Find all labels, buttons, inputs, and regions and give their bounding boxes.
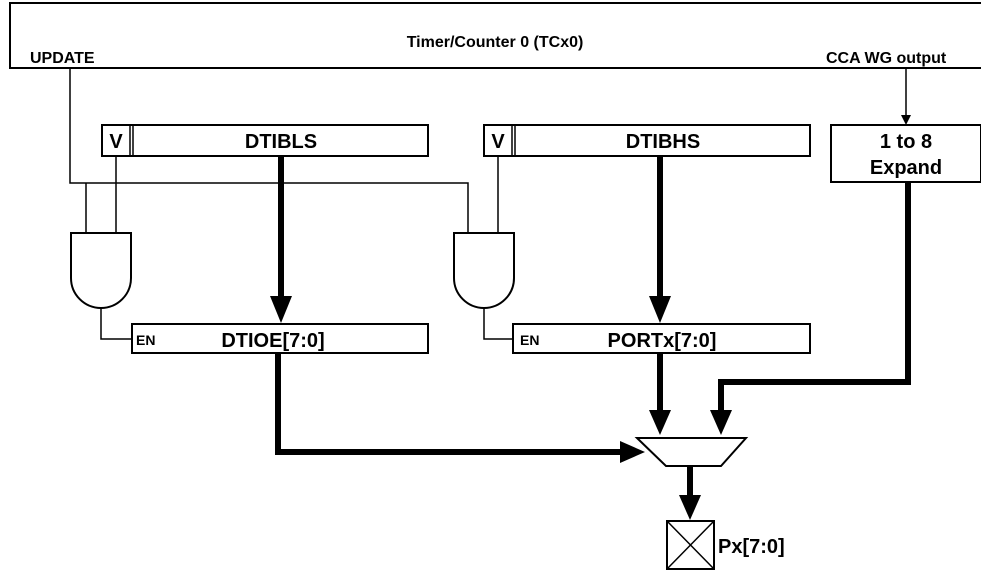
mux-to-pin-bus — [679, 466, 701, 520]
expand-label-line2: Expand — [870, 157, 942, 179]
dtibls-valid-bit: V — [109, 131, 123, 153]
portx-register: EN PORTx[7:0] — [512, 323, 811, 354]
update-signal-wires — [69, 68, 469, 233]
output-pin-icon — [666, 520, 715, 570]
expand-to-mux-bus — [710, 182, 911, 435]
dtibls-label: DTIBLS — [245, 131, 317, 153]
cca-wg-output-label: CCA WG output — [826, 50, 947, 67]
pin-label: Px[7:0] — [718, 536, 785, 558]
portx-enable-label: EN — [520, 332, 539, 348]
timer-counter-block: Timer/Counter 0 (TCx0) UPDATE CCA WG out… — [9, 2, 981, 69]
expand-label-line1: 1 to 8 — [880, 131, 932, 153]
hs-data-bus — [649, 156, 671, 323]
expand-block: 1 to 8 Expand — [830, 68, 981, 183]
ls-and-gate — [70, 232, 132, 340]
dtibhs-valid-bit: V — [491, 131, 505, 153]
dtioe-label: DTIOE[7:0] — [221, 330, 324, 352]
dtibhs-buffer: V DTIBHS — [483, 124, 811, 157]
portx-label: PORTx[7:0] — [608, 330, 717, 352]
dtioe-to-mux-bus — [275, 353, 645, 463]
portx-to-mux-bus — [649, 353, 671, 435]
dtibhs-label: DTIBHS — [626, 131, 700, 153]
dtibls-buffer: V DTIBLS — [101, 124, 429, 157]
hs-and-gate — [453, 232, 515, 340]
ls-data-bus — [270, 156, 292, 323]
update-label: UPDATE — [30, 50, 95, 67]
output-multiplexer — [634, 437, 749, 467]
dtioe-enable-label: EN — [136, 332, 155, 348]
timer-counter-title: Timer/Counter 0 (TCx0) — [407, 34, 584, 51]
dtioe-register: EN DTIOE[7:0] — [131, 323, 429, 354]
